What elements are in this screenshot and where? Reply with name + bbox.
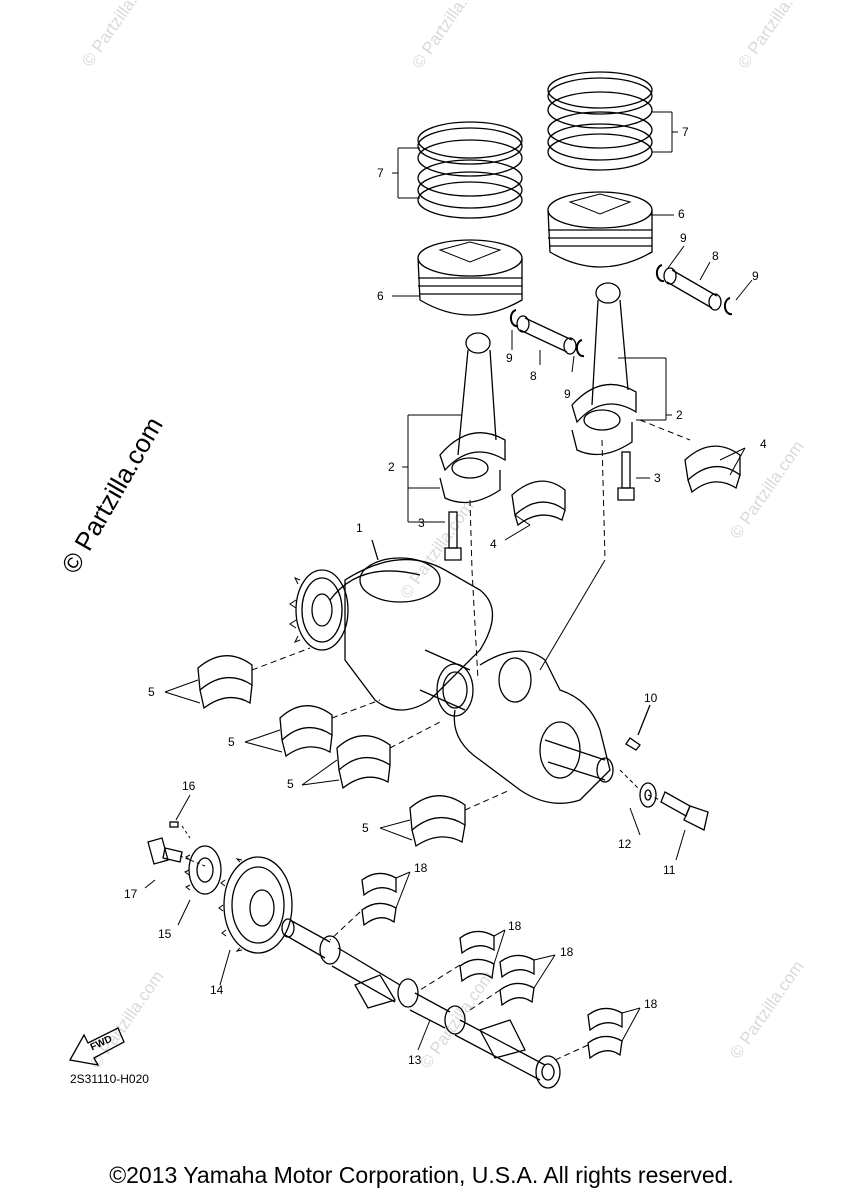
callout-12: 12 [618,837,632,851]
callout-4: 4 [490,537,497,551]
callout-9: 9 [680,231,687,245]
callout-13: 13 [408,1053,422,1067]
dowel-pin [169,821,179,828]
piston-pin-right [663,267,722,311]
rod-bolt-right [617,451,635,501]
piston-rings-left [417,121,523,219]
callout-16: 16 [182,779,196,793]
piston-rings-right [547,71,653,171]
callout-2: 2 [388,460,395,474]
callout-10: 10 [644,691,658,705]
crankshaft [329,557,614,804]
callout-18: 18 [560,945,574,959]
balancer-shaft [281,918,561,1089]
gear-bolt [147,837,183,865]
woodruff-key [625,737,641,751]
callout-18: 18 [414,861,428,875]
callout-5: 5 [228,735,235,749]
big-end-bearing-left [511,480,566,527]
fwd-arrow-icon [68,1027,125,1066]
piston-left [417,239,523,316]
callout-11: 11 [663,863,676,877]
balancer-driven-gear [218,856,293,954]
balancer-bearing-1 [361,872,397,927]
main-bearing-2 [279,705,333,758]
balancer-bearing-4 [587,1007,623,1060]
diagram-reference-code: 2S31110-H020 [70,1072,149,1086]
callout-14: 14 [210,983,224,997]
callout-9: 9 [752,269,759,283]
piston-pin-left [516,315,577,355]
main-bearing-1 [197,655,253,710]
callout-5: 5 [148,685,155,699]
piston-right [547,191,653,268]
washer [639,782,657,808]
connecting-rod-left [439,332,506,504]
callout-3: 3 [654,471,661,485]
callout-6: 6 [678,207,685,221]
leader-line [371,539,379,561]
leader-line [637,704,651,736]
copyright-notice: ©2013 Yamaha Motor Corporation, U.S.A. A… [109,1162,734,1188]
callout-8: 8 [530,369,537,383]
callout-6: 6 [377,289,384,303]
callout-5: 5 [362,821,369,835]
leader-lines [144,111,753,1061]
callout-7: 7 [682,125,689,139]
callout-1: 1 [356,521,363,535]
rod-bolt-left [444,511,462,561]
balancer-bearing-3 [499,954,535,1007]
callout-4: 4 [760,437,767,451]
crank-primary-gear [289,569,349,651]
callout-18: 18 [644,997,658,1011]
main-bearing-4 [409,795,466,848]
big-end-bearing-right [684,445,741,494]
balancer-drive-gear [184,845,222,895]
crank-bolt [660,791,709,831]
callout-18: 18 [508,919,522,933]
callout-9: 9 [506,351,513,365]
callout-17: 17 [124,887,138,901]
piston-pin-clips [509,264,733,358]
connecting-rod-right [571,282,637,456]
callout-5: 5 [287,777,294,791]
callout-7: 7 [377,166,384,180]
callout-9: 9 [564,387,571,401]
main-bearing-3 [336,735,391,790]
callout-15: 15 [158,927,172,941]
callout-3: 3 [418,516,425,530]
callout-8: 8 [712,249,719,263]
callout-2: 2 [676,408,683,422]
balancer-bearing-2 [459,930,495,983]
